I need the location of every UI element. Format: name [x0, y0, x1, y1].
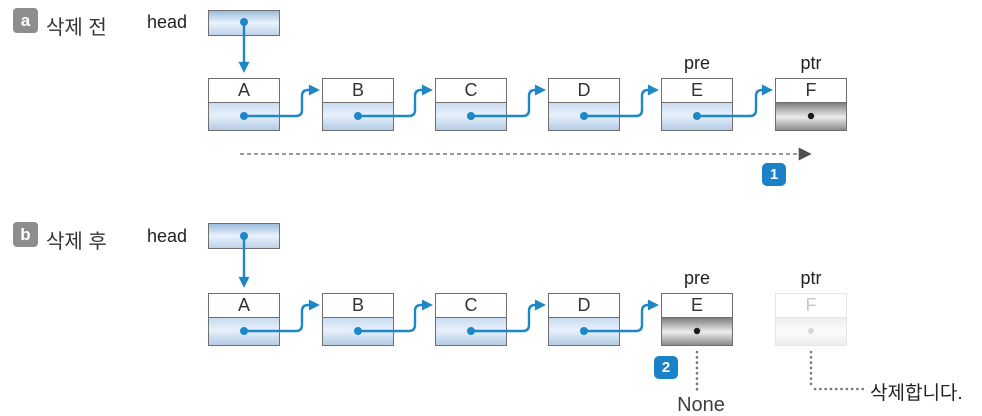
node-link-cell-null	[662, 317, 732, 345]
section-b-badge: b	[13, 222, 38, 247]
node-link-cell	[209, 317, 279, 345]
section-b-title: 삭제 후	[46, 231, 107, 253]
section-a-title: 삭제 전	[46, 17, 107, 39]
section-b-dotted-lines	[695, 350, 866, 394]
node-b-A: A	[208, 293, 280, 346]
head-label-b: head	[147, 226, 188, 246]
node-data-cell: F	[776, 79, 846, 102]
node-a-C: C	[435, 78, 507, 131]
step-1-badge: 1	[762, 163, 786, 186]
section-a-badge: a	[13, 8, 38, 33]
node-link-cell	[209, 102, 279, 130]
node-data-cell: F	[776, 294, 846, 317]
node-data-cell: B	[323, 294, 393, 317]
section-b-pointer-dots	[240, 232, 588, 335]
node-a-A: A	[208, 78, 280, 131]
pre-label-b: pre	[683, 268, 710, 288]
node-b-D: D	[548, 293, 620, 346]
node-link-cell-null	[776, 102, 846, 130]
node-b-E: E	[661, 293, 733, 346]
head-label-a: head	[147, 12, 188, 32]
node-link-cell	[323, 102, 393, 130]
node-data-cell: D	[549, 79, 619, 102]
step-2-badge: 2	[654, 356, 678, 379]
node-data-cell: B	[323, 79, 393, 102]
node-a-F: F	[775, 78, 847, 131]
node-link-cell	[436, 317, 506, 345]
none-label: None	[677, 394, 725, 416]
node-a-B: B	[322, 78, 394, 131]
node-data-cell: A	[209, 294, 279, 317]
node-b-F-deleted: F	[775, 293, 847, 346]
node-link-cell	[436, 102, 506, 130]
node-a-D: D	[548, 78, 620, 131]
node-link-cell	[776, 317, 846, 345]
node-data-cell: E	[662, 79, 732, 102]
node-a-E: E	[661, 78, 733, 131]
ptr-label-a: ptr	[800, 53, 822, 73]
ptr-label-b: ptr	[800, 268, 822, 288]
node-data-cell: E	[662, 294, 732, 317]
node-data-cell: C	[436, 79, 506, 102]
node-link-cell	[549, 102, 619, 130]
node-data-cell: A	[209, 79, 279, 102]
node-data-cell: D	[549, 294, 619, 317]
node-link-cell	[549, 317, 619, 345]
delete-note: 삭제합니다.	[870, 383, 963, 404]
node-b-B: B	[322, 293, 394, 346]
node-link-cell	[662, 102, 732, 130]
node-b-C: C	[435, 293, 507, 346]
head-node-box-a	[208, 10, 280, 36]
node-link-cell	[323, 317, 393, 345]
pre-label-a: pre	[683, 53, 710, 73]
node-data-cell: C	[436, 294, 506, 317]
head-node-box-b	[208, 223, 280, 249]
